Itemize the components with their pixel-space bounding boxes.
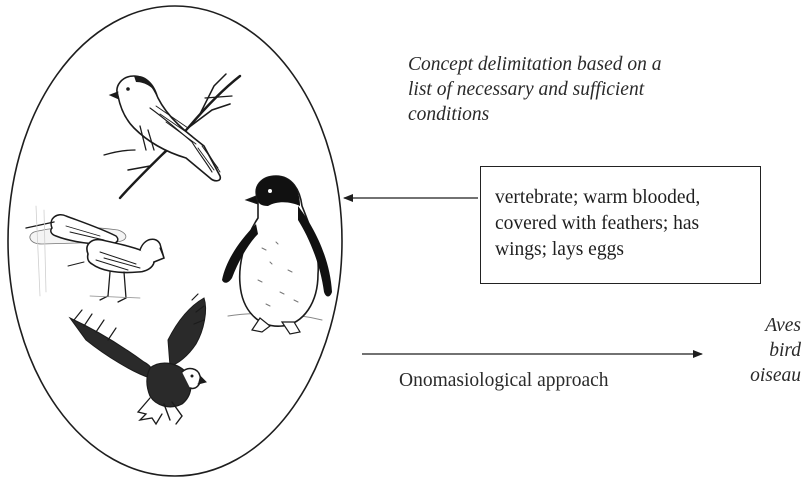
eagle-illustration (70, 294, 206, 424)
concept-note-line: conditions (408, 102, 748, 127)
term-english: bird (750, 338, 802, 363)
approach-label: Onomasiological approach (399, 370, 609, 392)
penguin-illustration (222, 176, 332, 334)
concept-note-line: Concept delimitation based on a (408, 52, 748, 77)
term-french: oiseau (750, 363, 802, 388)
term-latin: Aves (750, 313, 802, 338)
designation-terms: Aves bird oiseau (750, 313, 802, 388)
definition-box: vertebrate; warm blooded, covered with f… (480, 166, 761, 284)
definition-line: wings; lays eggs (495, 237, 757, 263)
snipes-illustration (26, 206, 164, 302)
concept-note-line: list of necessary and sufficient (408, 77, 748, 102)
definition-line: covered with feathers; has (495, 211, 757, 237)
definition-line: vertebrate; warm blooded, (495, 185, 757, 211)
songbird-illustration (104, 74, 240, 198)
definition-text: vertebrate; warm blooded, covered with f… (495, 185, 757, 263)
concept-delimitation-note: Concept delimitation based on a list of … (408, 52, 748, 127)
